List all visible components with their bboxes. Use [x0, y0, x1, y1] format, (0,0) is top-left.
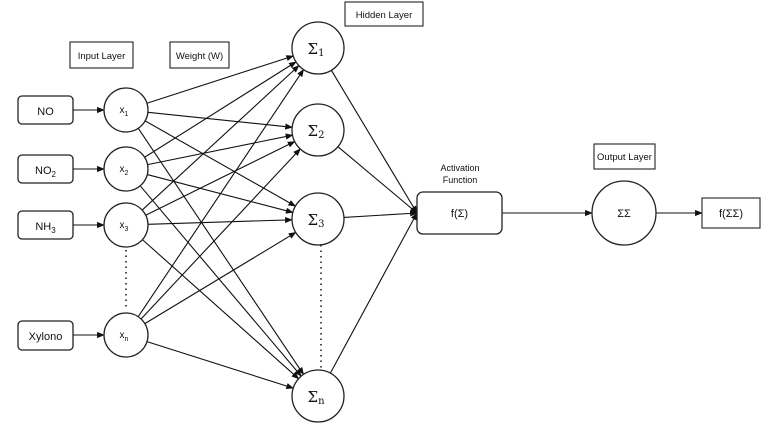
- edge-weight: [137, 68, 305, 318]
- edge-weight: [147, 216, 293, 225]
- svg-text:Σ3: Σ3: [308, 211, 325, 230]
- header-weight: Weight (W): [169, 41, 230, 69]
- edge-hidden-to-activation: [343, 210, 418, 218]
- edge-weight: [139, 185, 302, 377]
- svg-text:x3: x3: [120, 220, 129, 233]
- activation-function-label: f(Σ): [451, 208, 468, 220]
- edge-weight: [144, 231, 297, 325]
- connections: [73, 55, 703, 389]
- svg-text:Σ2: Σ2: [308, 122, 325, 141]
- activation-function-box: f(Σ): [416, 191, 503, 235]
- input-label: NO: [37, 106, 54, 118]
- edge-weight: [144, 120, 297, 207]
- edge-hidden-to-activation: [337, 146, 418, 214]
- input-box-no2: NO2: [17, 154, 74, 184]
- input-box-nh3: NH3: [17, 210, 74, 240]
- svg-text:Σn: Σn: [307, 388, 325, 407]
- input-node-x1: x1: [103, 87, 149, 133]
- edge-weight: [137, 127, 304, 376]
- input-label: NH3: [35, 221, 56, 235]
- header-output-layer-text: Output Layer: [597, 152, 652, 163]
- output-result-box: f(ΣΣ): [701, 197, 761, 229]
- header-output-layer: Output Layer: [593, 143, 656, 170]
- input-label: NO2: [35, 165, 57, 179]
- input-box-xylono: Xylono: [17, 320, 74, 351]
- header-input-layer-text: Input Layer: [78, 51, 126, 62]
- output-result-label: f(ΣΣ): [719, 208, 743, 220]
- edge-weight: [144, 61, 297, 158]
- activation-label-line2: Function: [443, 175, 478, 185]
- svg-text:Σ1: Σ1: [308, 40, 325, 59]
- input-node-xn: xn: [103, 312, 149, 358]
- header-hidden-layer-text: Hidden Layer: [356, 10, 413, 21]
- svg-text:x1: x1: [120, 105, 129, 118]
- activation-label-line1: Activation: [440, 163, 479, 173]
- hidden-node-sigma2: Σ2: [291, 103, 345, 157]
- edge-weight: [147, 133, 294, 166]
- output-node: ΣΣ: [591, 180, 657, 246]
- edge-weight: [147, 111, 293, 130]
- edge-weight: [140, 148, 301, 320]
- edge-weight: [142, 239, 300, 380]
- edge-hidden-to-activation: [329, 212, 418, 374]
- edge-weight: [141, 65, 300, 211]
- input-node-x2: x2: [103, 146, 149, 192]
- svg-text:xn: xn: [120, 330, 129, 343]
- header-activation-function: Activation Function: [440, 163, 479, 185]
- hidden-node-sigma3: Σ3: [291, 192, 345, 246]
- hidden-node-sigman: Σn: [291, 369, 345, 423]
- hidden-node-sigma1: Σ1: [291, 21, 345, 75]
- input-box-no: NO: [17, 95, 74, 125]
- header-weight-text: Weight (W): [176, 51, 223, 62]
- edge-weight: [145, 141, 296, 216]
- header-hidden-layer: Hidden Layer: [344, 1, 424, 27]
- header-input-layer: Input Layer: [69, 41, 134, 69]
- svg-text:x2: x2: [120, 164, 129, 177]
- input-label: Xylono: [29, 331, 63, 343]
- edge-hidden-to-activation: [330, 70, 418, 214]
- input-node-x3: x3: [103, 202, 149, 248]
- edge-weight: [146, 341, 294, 389]
- edge-weight: [146, 55, 294, 104]
- output-node-label: ΣΣ: [617, 208, 631, 220]
